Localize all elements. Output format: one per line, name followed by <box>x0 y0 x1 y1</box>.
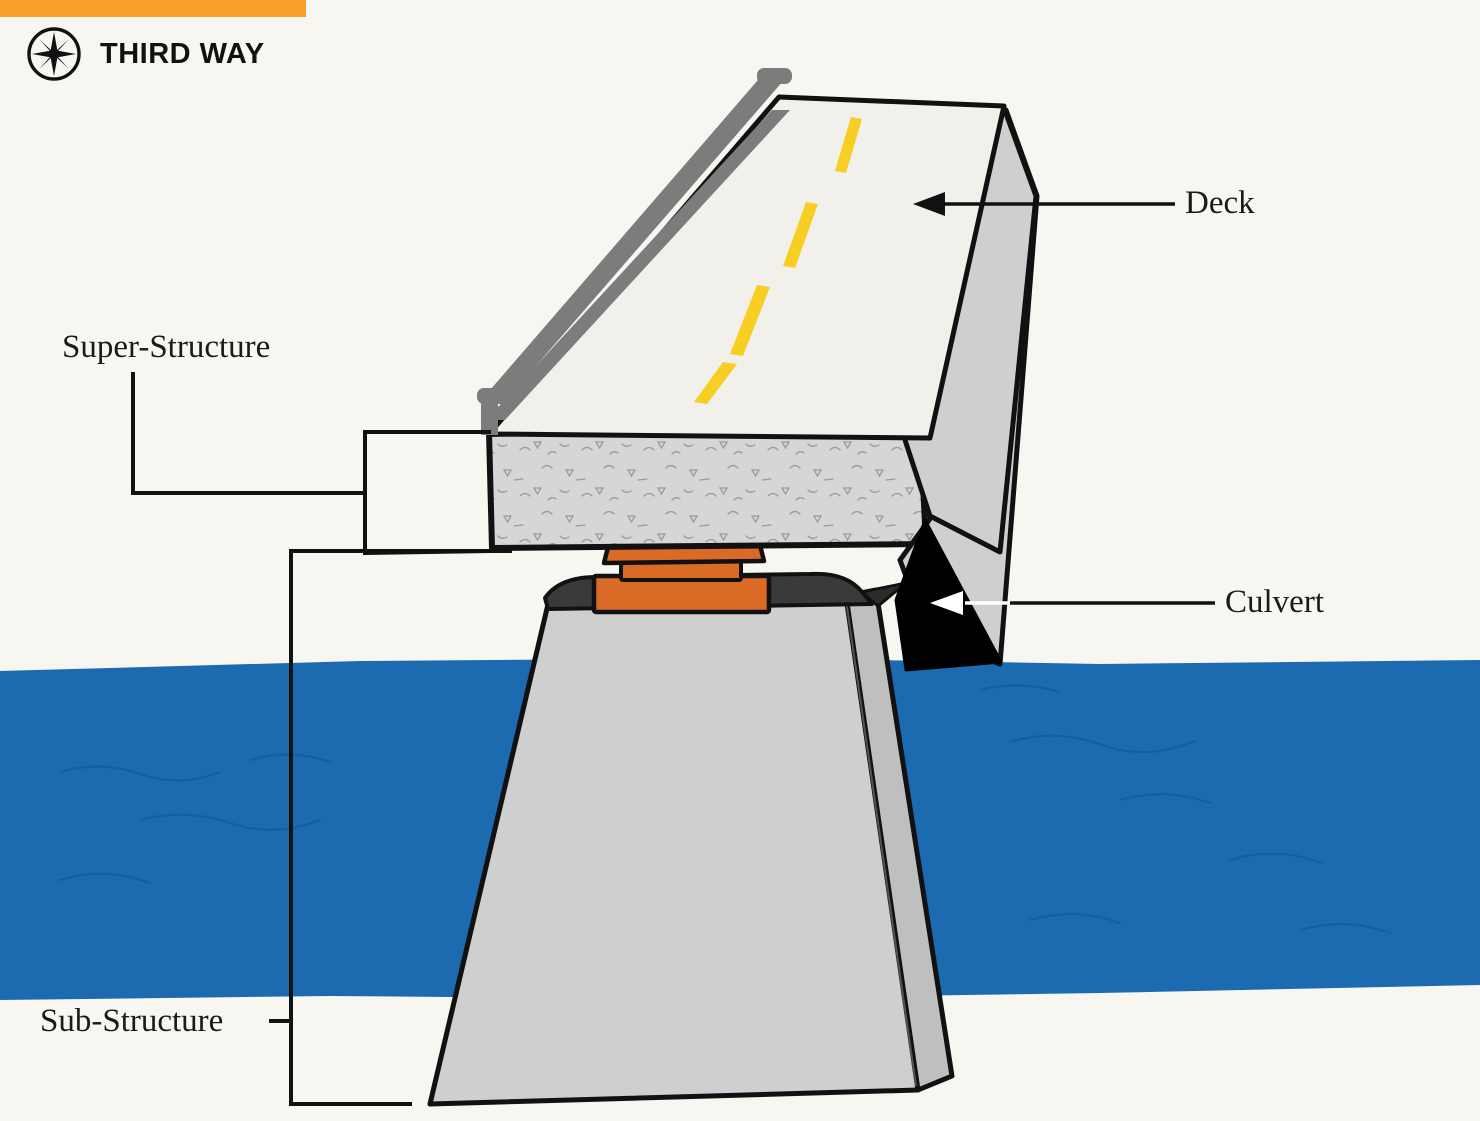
pier <box>427 587 955 1107</box>
bearing-pads <box>591 542 772 615</box>
culvert-connector <box>930 591 1215 615</box>
brand-logo: THIRD WAY <box>26 26 265 82</box>
label-sub-structure: Sub-Structure <box>40 1003 224 1039</box>
culvert-opening <box>894 518 1003 672</box>
brand-name: THIRD WAY <box>100 37 265 70</box>
road-center-line <box>694 117 862 404</box>
label-deck: Deck <box>1185 185 1255 221</box>
guardrail <box>477 68 792 435</box>
brand-accent-bar <box>0 0 306 17</box>
sub-structure-connector <box>269 549 512 1106</box>
super-structure-connector <box>131 372 492 556</box>
deck-connector <box>913 192 1175 216</box>
label-super-structure: Super-Structure <box>62 329 271 365</box>
label-culvert: Culvert <box>1225 584 1324 620</box>
compass-rose-icon <box>27 27 81 81</box>
